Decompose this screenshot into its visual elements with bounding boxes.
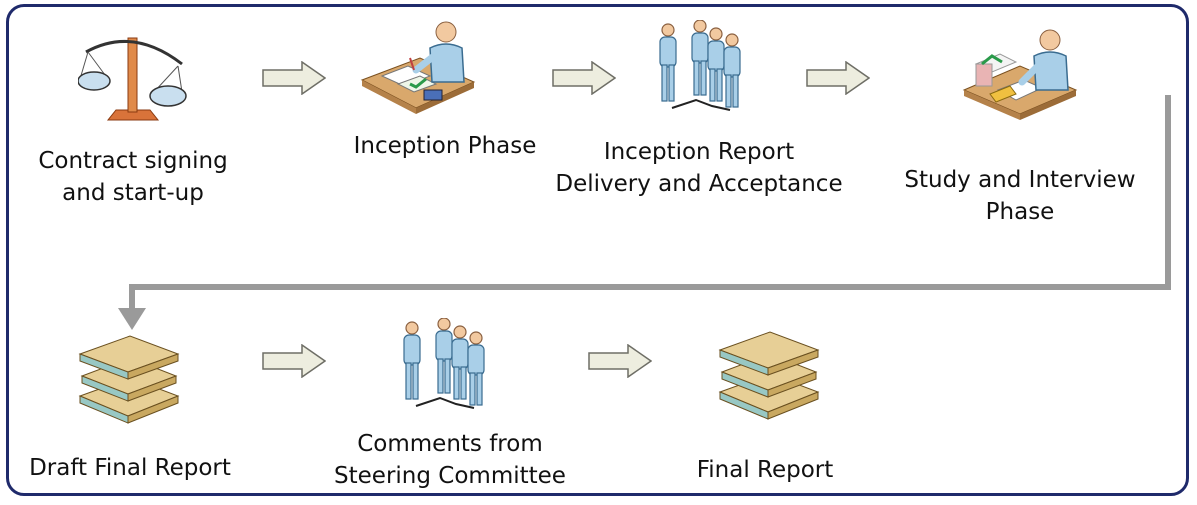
flow-arrow-3 (806, 61, 870, 95)
step-label-inception-report: Inception Report Delivery and Acceptance (555, 139, 843, 197)
step-label-final-report: Final Report (696, 457, 834, 483)
flow-arrow-4 (262, 344, 326, 378)
group-people-icon (652, 20, 748, 114)
books-stack-icon (76, 326, 182, 424)
books-stack-icon (716, 322, 822, 420)
person-at-desk-icon (358, 18, 478, 116)
flow-arrow-2 (552, 61, 616, 95)
step-label-inception-phase: Inception Phase (353, 133, 537, 159)
flow-arrow-1 (262, 61, 326, 95)
person-reading-icon (960, 24, 1080, 124)
group-people-icon (396, 318, 492, 412)
step-label-study-interview: Study and Interview Phase (904, 167, 1136, 225)
scales-icon (78, 24, 188, 124)
step-label-draft-final-report: Draft Final Report (29, 455, 231, 481)
step-label-contract-signing: Contract signing and start-up (38, 148, 228, 206)
flow-arrow-5 (588, 344, 652, 378)
step-label-steering-comments: Comments from Steering Committee (334, 431, 566, 489)
